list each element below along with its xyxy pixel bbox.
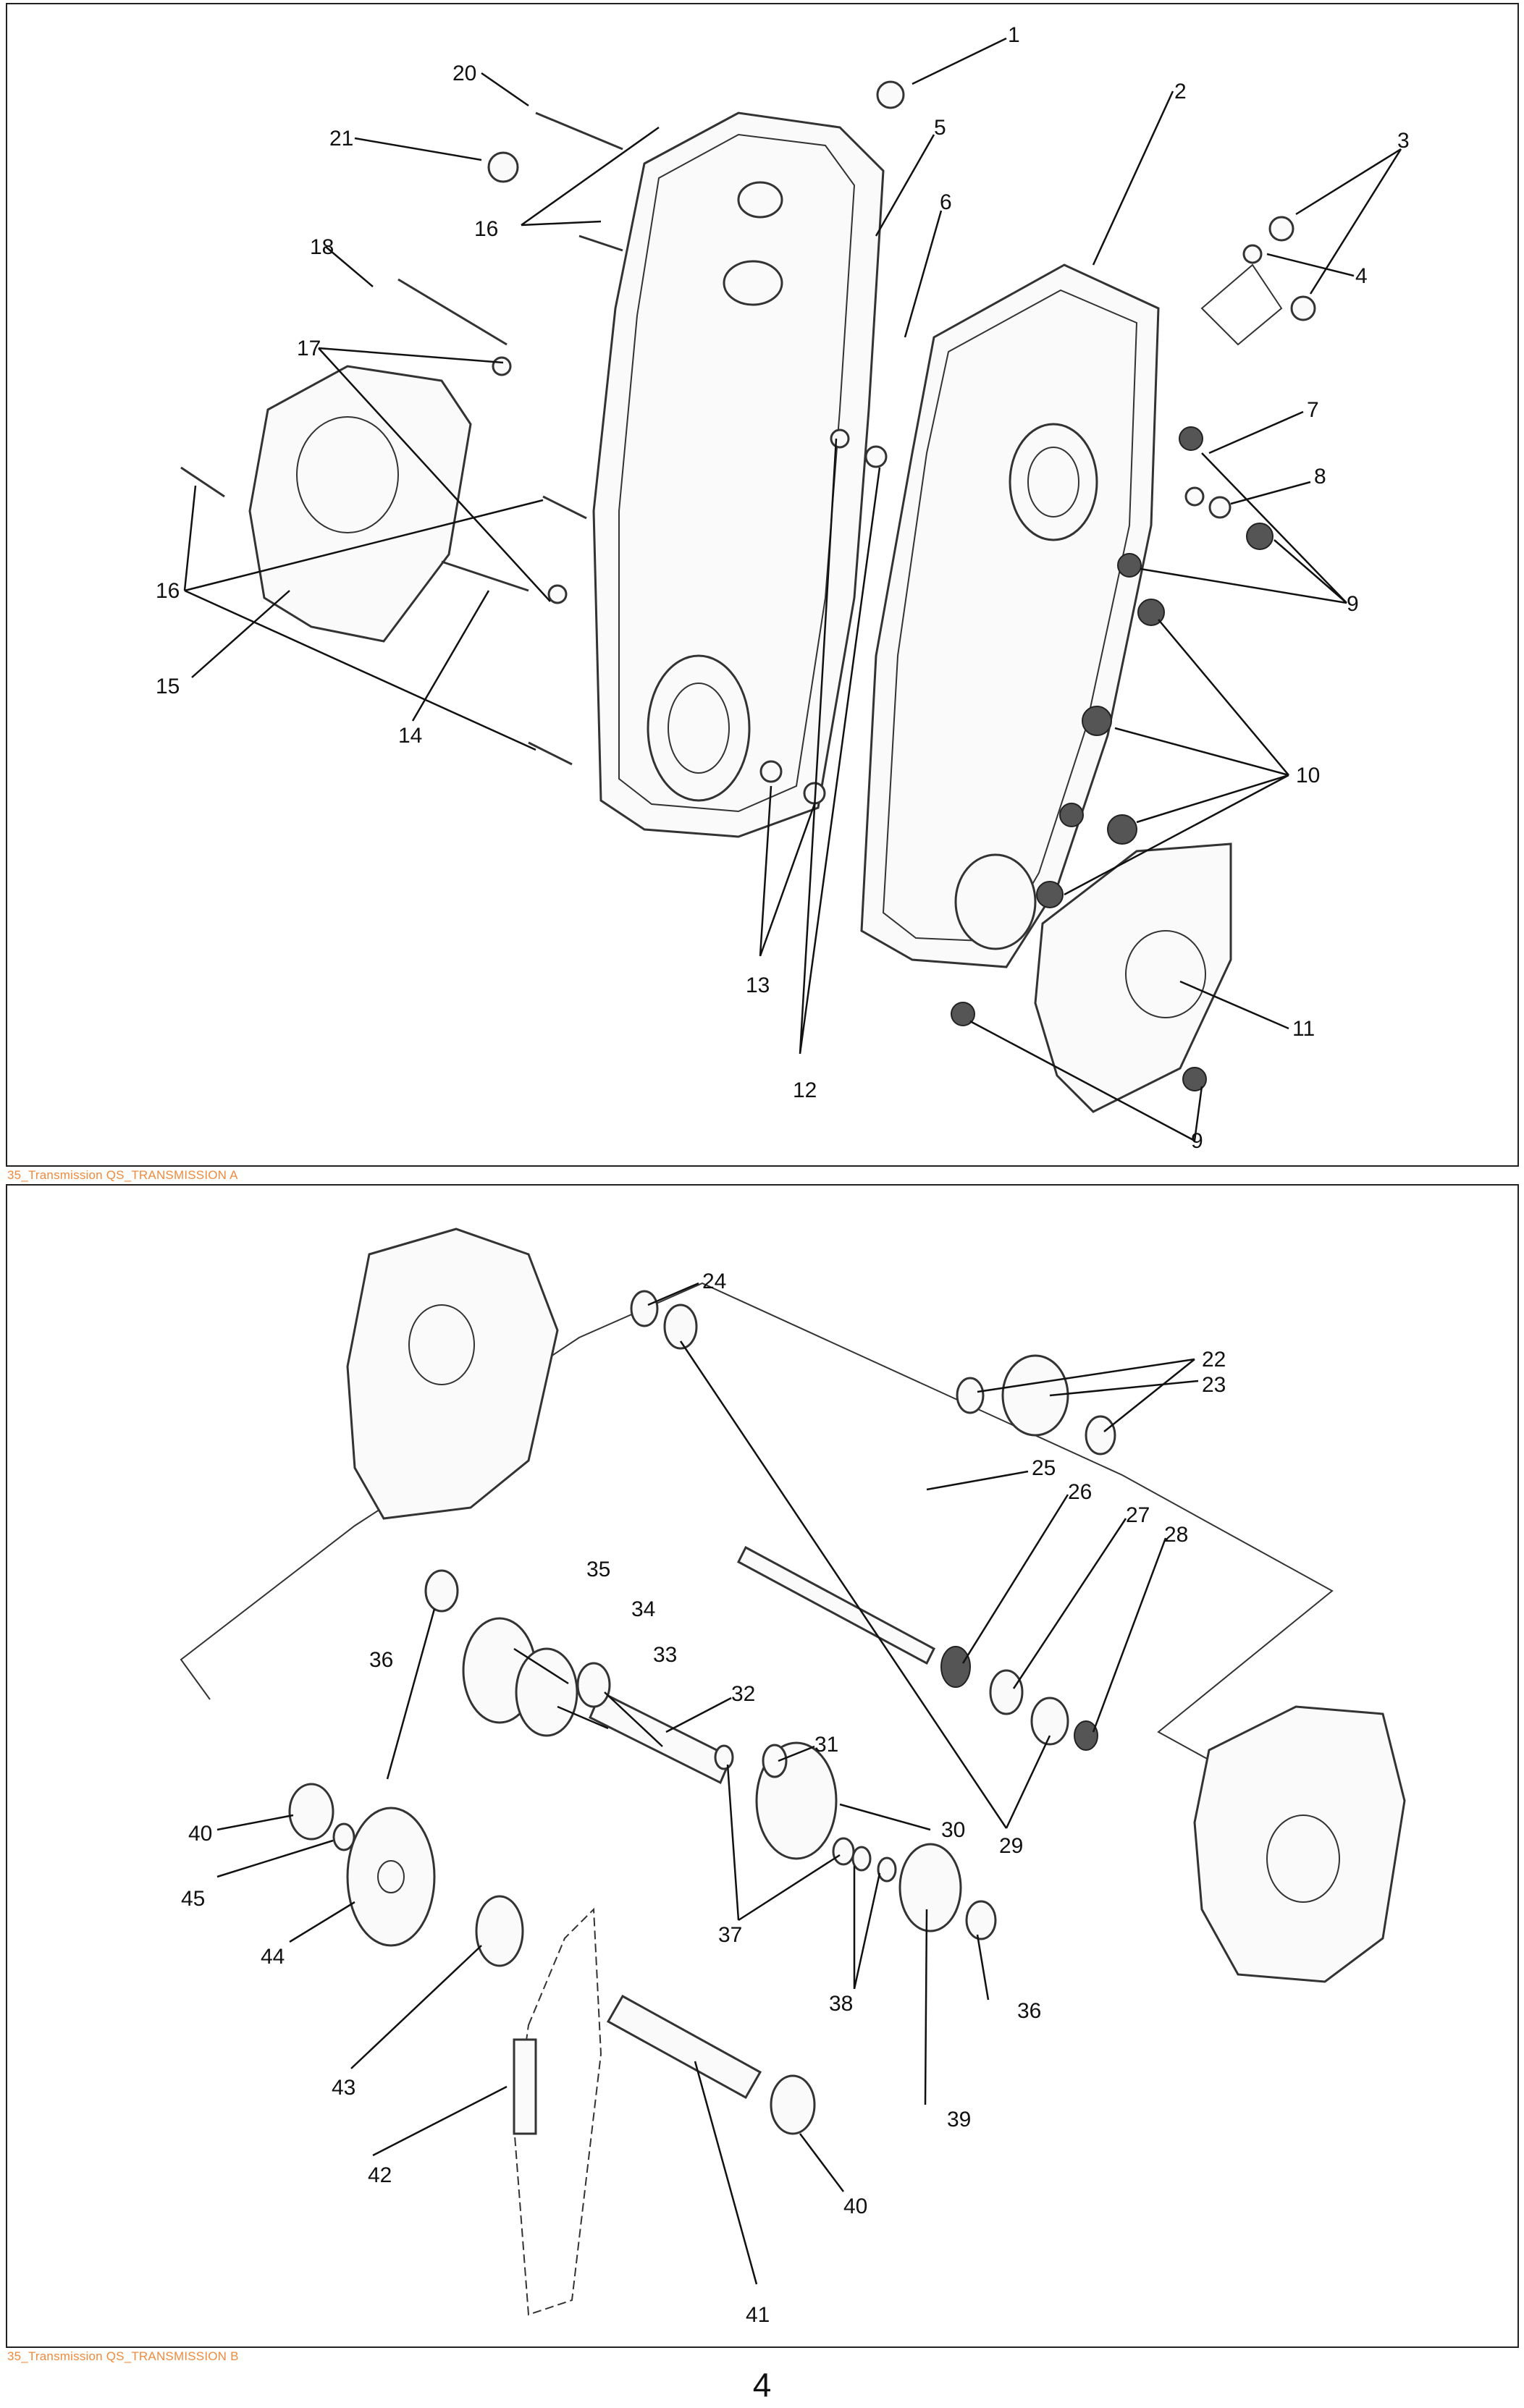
callout-44: 44 (261, 1945, 285, 1969)
crankcase-left-half (592, 111, 885, 838)
callout-12: 12 (793, 1078, 817, 1102)
callout-18: 18 (310, 235, 334, 259)
callout-16-left: 16 (156, 579, 180, 603)
callout-38: 38 (829, 1992, 853, 2016)
callout-36-right: 36 (1017, 1999, 1041, 2023)
exploded-view-transmission-a: 1 2 3 4 5 6 7 8 9 9 10 11 12 13 14 15 16… (156, 23, 1410, 1153)
gear-23 (1001, 1354, 1069, 1437)
callout-33: 33 (653, 1643, 677, 1667)
callout-34: 34 (631, 1597, 655, 1621)
sprocket-43 (475, 1895, 524, 1967)
bearing-bore-upper (1009, 423, 1098, 541)
caption-transmission-a: 35_Transmission QS_TRANSMISSION A (7, 1168, 238, 1182)
callout-30: 30 (941, 1818, 965, 1842)
callout-43: 43 (332, 2076, 355, 2100)
callout-22: 22 (1202, 1348, 1226, 1372)
bearing-40-right (770, 2074, 816, 2135)
callout-20: 20 (452, 62, 476, 85)
callout-32: 32 (731, 1682, 755, 1706)
exploded-view-transmission-b: 22 23 24 25 26 27 28 29 30 31 32 33 34 3… (180, 1228, 1406, 2327)
callout-14: 14 (398, 724, 422, 748)
callout-9-upper: 9 (1347, 592, 1359, 616)
callout-2: 2 (1174, 80, 1187, 103)
callout-26: 26 (1068, 1480, 1092, 1504)
callout-39: 39 (947, 2108, 971, 2132)
callout-37: 37 (718, 1923, 742, 1947)
gear-39 (898, 1843, 962, 1932)
callout-40-left: 40 (188, 1822, 212, 1846)
callout-35: 35 (586, 1558, 610, 1581)
page-number: 4 (752, 2366, 772, 2404)
casing-bottom-right (1193, 1705, 1406, 1983)
callout-11: 11 (1292, 1017, 1315, 1041)
chain-42 (513, 1907, 602, 2316)
callout-6: 6 (940, 190, 952, 214)
callout-17: 17 (297, 337, 321, 360)
callout-7: 7 (1307, 398, 1319, 422)
shaft-25 (737, 1545, 935, 1665)
callout-10: 10 (1296, 764, 1320, 787)
callout-27: 27 (1126, 1503, 1150, 1527)
callout-1: 1 (1008, 23, 1020, 47)
bearing-40-left (288, 1783, 334, 1841)
callout-36-left: 36 (369, 1648, 393, 1672)
right-cover (1034, 842, 1232, 1113)
gear-34 (515, 1647, 578, 1737)
callout-29: 29 (999, 1834, 1023, 1858)
callout-31: 31 (814, 1733, 838, 1757)
callout-9-lower: 9 (1191, 1129, 1203, 1153)
callout-5: 5 (934, 116, 946, 140)
seal-1 (876, 80, 905, 109)
diagram-panel-a: 1 2 3 4 5 6 7 8 9 9 10 11 12 13 14 15 16… (6, 3, 1519, 1167)
callout-24: 24 (702, 1270, 726, 1293)
caption-transmission-b: 35_Transmission QS_TRANSMISSION B (7, 2349, 239, 2363)
callout-28: 28 (1164, 1523, 1188, 1547)
callout-13: 13 (746, 973, 770, 997)
callout-16-top: 16 (474, 217, 498, 241)
callout-40-right: 40 (843, 2194, 867, 2218)
callout-4: 4 (1355, 264, 1368, 288)
shaft-41 (606, 1994, 762, 2100)
callout-21: 21 (329, 127, 353, 151)
callout-41: 41 (746, 2303, 770, 2327)
gear-44 (346, 1807, 436, 1947)
callout-8: 8 (1314, 465, 1326, 489)
shaft-32 (589, 1690, 733, 1785)
casing-top-left (346, 1228, 559, 1520)
left-cover (248, 365, 472, 643)
callout-25: 25 (1032, 1456, 1056, 1480)
diagram-panel-b: 22 23 24 25 26 27 28 29 30 31 32 33 34 3… (6, 1184, 1519, 2348)
callout-42: 42 (368, 2163, 392, 2187)
callout-3: 3 (1397, 129, 1410, 153)
callout-23: 23 (1202, 1373, 1226, 1397)
callout-45: 45 (181, 1887, 205, 1911)
callout-15: 15 (156, 675, 180, 698)
bearing-bore-lower (647, 654, 751, 802)
